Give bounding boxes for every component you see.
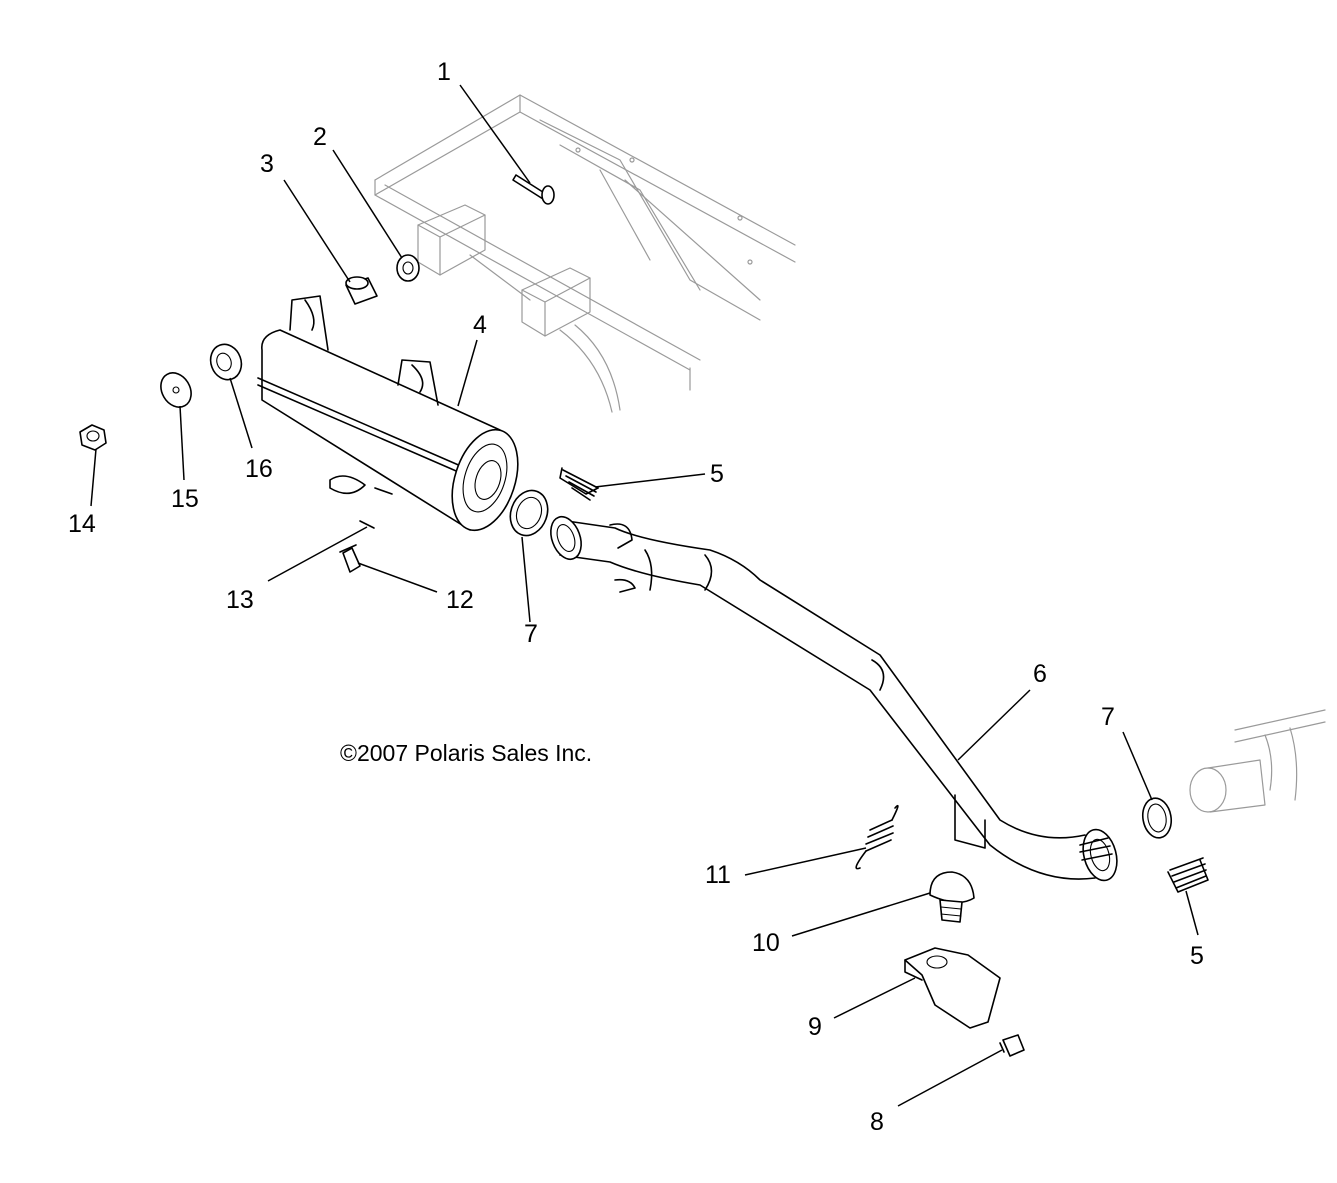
callout-5-upper: 5 [710, 460, 724, 488]
callout-15: 15 [171, 485, 199, 513]
copyright-notice: ©2007 Polaris Sales Inc. [340, 740, 592, 766]
part-6-head-pipe [550, 515, 1118, 882]
part-15-washer [160, 372, 192, 408]
callout-10: 10 [752, 929, 780, 957]
callout-16: 16 [245, 455, 273, 483]
part-7-gasket-lower [1141, 797, 1173, 839]
part-5-spring-upper [559, 467, 599, 501]
part-12-pin [339, 544, 361, 573]
part-13-clip [359, 520, 375, 529]
callout-2: 2 [313, 123, 327, 151]
part-8-bolt [999, 1034, 1025, 1057]
callout-4: 4 [473, 311, 487, 339]
engine-ghost [1189, 709, 1326, 813]
part-4-muffler [257, 295, 519, 532]
part-14-nut [79, 424, 107, 451]
frame-ghost [374, 94, 796, 413]
part-9-bracket [904, 947, 1001, 1029]
callout-7-lower: 7 [1101, 703, 1115, 731]
part-10-bumper [929, 871, 975, 923]
callout-13: 13 [226, 586, 254, 614]
callout-7-upper: 7 [524, 620, 538, 648]
callout-1: 1 [437, 58, 451, 86]
part-16-grommet [209, 343, 243, 381]
part-2-grommet [396, 254, 420, 282]
callout-14: 14 [68, 510, 96, 538]
part-7-gasket-upper [509, 489, 549, 537]
callout-6: 6 [1033, 660, 1047, 688]
callout-9: 9 [808, 1013, 822, 1041]
callout-8: 8 [870, 1108, 884, 1136]
part-5-spring-lower [1167, 857, 1209, 893]
callout-5-lower: 5 [1190, 942, 1204, 970]
callout-3: 3 [260, 150, 274, 178]
callout-12: 12 [446, 586, 474, 614]
part-1-bolt [512, 174, 555, 205]
part-11-spring [855, 804, 899, 870]
part-3-bushing [345, 276, 378, 305]
callout-11: 11 [705, 861, 731, 889]
leader-lines [90, 84, 1199, 1107]
